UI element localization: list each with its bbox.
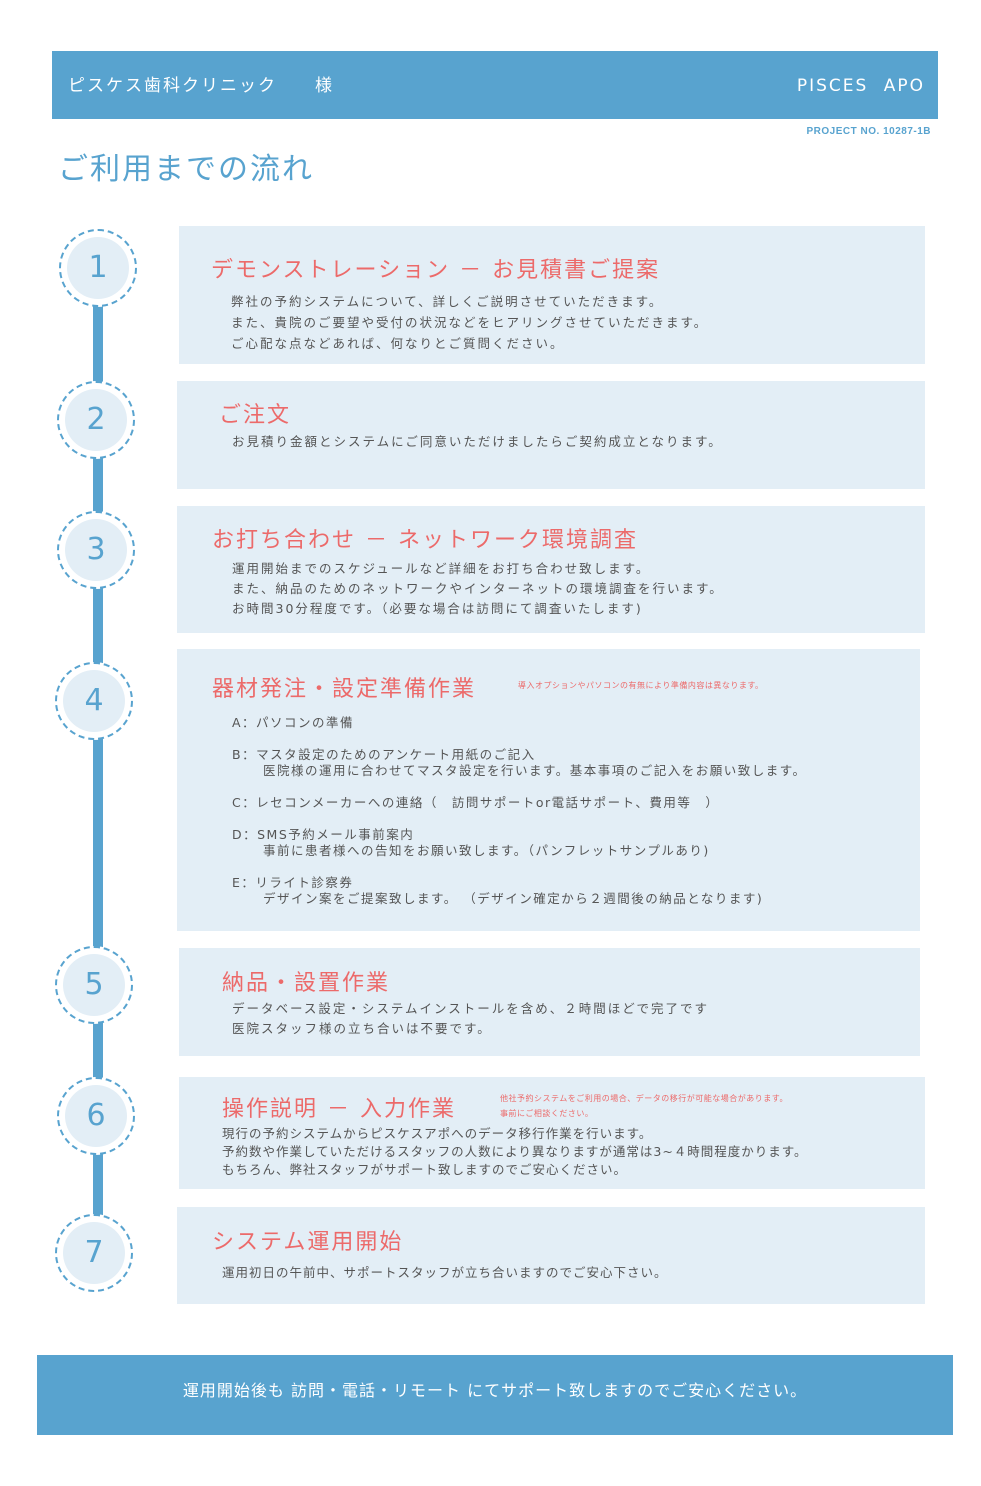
step-number-circle: 3 <box>57 511 135 589</box>
step-note: 事前にご相談ください。 <box>500 1109 594 1118</box>
step-number-circle: 5 <box>55 946 133 1024</box>
item-label: E：リライト診察券 <box>232 875 354 890</box>
step-title: お打ち合わせ － ネットワーク環境調査 <box>212 528 638 553</box>
item-label: B：マスタ設定のためのアンケート用紙のご記入 <box>232 747 536 762</box>
step-card-6: 操作説明 － 入力作業 他社予約システムをご利用の場合、データの移行が可能な場合… <box>179 1077 925 1189</box>
item-label: A：パソコンの準備 <box>232 715 355 730</box>
step-card-5: 納品・設置作業 データベース設定・システムインストールを含め、２時間ほどで完了で… <box>179 948 920 1056</box>
step-card-1: デモンストレーション － お見積書ご提案 弊社の予約システムについて、詳しくご説… <box>179 226 925 364</box>
step-number-circle: 2 <box>57 381 135 459</box>
timeline-line <box>93 300 103 1260</box>
step-number: 2 <box>65 389 127 451</box>
step-card-4: 器材発注・設定準備作業 導入オプションやパソコンの有無により準備内容は異なります… <box>177 649 920 931</box>
step-number: 7 <box>63 1222 125 1284</box>
step-desc-line: お見積り金額とシステムにご同意いただけましたらご契約成立となります。 <box>232 434 723 449</box>
step-desc-line: また、貴院のご要望や受付の状況などをヒアリングさせていただきます。 <box>231 315 709 330</box>
step-desc-line: 医院スタッフ様の立ち合いは不要です。 <box>232 1021 492 1036</box>
step-card-7: システム運用開始 運用初日の午前中、サポートスタッフが立ち合いますのでご安心下さ… <box>177 1207 925 1304</box>
step-title: ご注文 <box>219 403 292 428</box>
step-desc-line: 現行の予約システムからピスケスアポへのデータ移行作業を行います。 <box>222 1126 653 1141</box>
step-note: 導入オプションやパソコンの有無により準備内容は異なります。 <box>518 681 764 690</box>
step-number: 1 <box>67 237 129 299</box>
step-desc-line: お時間30分程度です。（必要な場合は訪問にて調査いたします) <box>232 601 643 616</box>
step-title: 器材発注・設定準備作業 <box>212 677 477 702</box>
step-number-circle: 4 <box>55 662 133 740</box>
step-desc-line: 運用初日の午前中、サポートスタッフが立ち合いますのでご安心下さい。 <box>222 1265 668 1280</box>
step-desc-line: 運用開始までのスケジュールなど詳細をお打ち合わせ致します。 <box>232 561 651 576</box>
step-desc-line: もちろん、弊社スタッフがサポート致しますのでご安心ください。 <box>222 1162 628 1177</box>
item-label: D：SMS予約メール事前案内 <box>232 827 415 842</box>
step-desc-line: ご心配な点などあれば、何なりとご質問ください。 <box>231 336 565 351</box>
step-title: デモンストレーション － お見積書ご提案 <box>211 258 661 283</box>
item-detail: 事前に患者様への告知をお願い致します。（パンフレットサンプルあり) <box>263 843 710 858</box>
step-title: 操作説明 － 入力作業 <box>222 1097 456 1122</box>
footer-bar <box>37 1355 953 1435</box>
header-bar <box>52 51 938 119</box>
step-card-2: ご注文 お見積り金額とシステムにご同意いただけましたらご契約成立となります。 <box>177 381 925 489</box>
step-number: 3 <box>65 519 127 581</box>
step-title: システム運用開始 <box>212 1230 404 1255</box>
project-number: PROJECT NO. 10287-1B <box>806 126 931 137</box>
footer-message: 運用開始後も 訪問・電話・リモート にてサポート致しますのでご安心ください。 <box>182 1381 808 1400</box>
step-title: 納品・設置作業 <box>222 971 391 996</box>
step-number: 5 <box>63 954 125 1016</box>
item-detail: 医院様の運用に合わせてマスタ設定を行います。基本事項のご記入をお願い致します。 <box>263 763 807 778</box>
step-number-circle: 1 <box>59 229 137 307</box>
step-desc-line: 予約数や作業していただけるスタッフの人数により異なりますが通常は3~４時間程度か… <box>222 1144 808 1159</box>
brand-name: PISCES APO <box>796 76 925 96</box>
step-desc-line: また、納品のためのネットワークやインターネットの環境調査を行います。 <box>232 581 724 596</box>
step-number: 6 <box>65 1085 127 1147</box>
step-note: 他社予約システムをご利用の場合、データの移行が可能な場合があります。 <box>500 1094 788 1103</box>
page-title: ご利用までの流れ <box>58 152 314 187</box>
client-name: ピスケス歯科クリニック 様 <box>68 76 334 96</box>
item-label: C：レセコンメーカーへの連絡（ 訪問サポートor電話サポート、費用等 ） <box>232 795 720 810</box>
step-desc-line: 弊社の予約システムについて、詳しくご説明させていただきます。 <box>231 294 664 309</box>
step-desc-line: データベース設定・システムインストールを含め、２時間ほどで完了です <box>232 1001 710 1016</box>
step-card-3: お打ち合わせ － ネットワーク環境調査 運用開始までのスケジュールなど詳細をお打… <box>177 506 925 633</box>
item-detail: デザイン案をご提案致します。 （デザイン確定から２週間後の納品となります) <box>263 891 764 906</box>
step-number-circle: 7 <box>55 1214 133 1292</box>
step-number-circle: 6 <box>57 1077 135 1155</box>
step-number: 4 <box>63 670 125 732</box>
